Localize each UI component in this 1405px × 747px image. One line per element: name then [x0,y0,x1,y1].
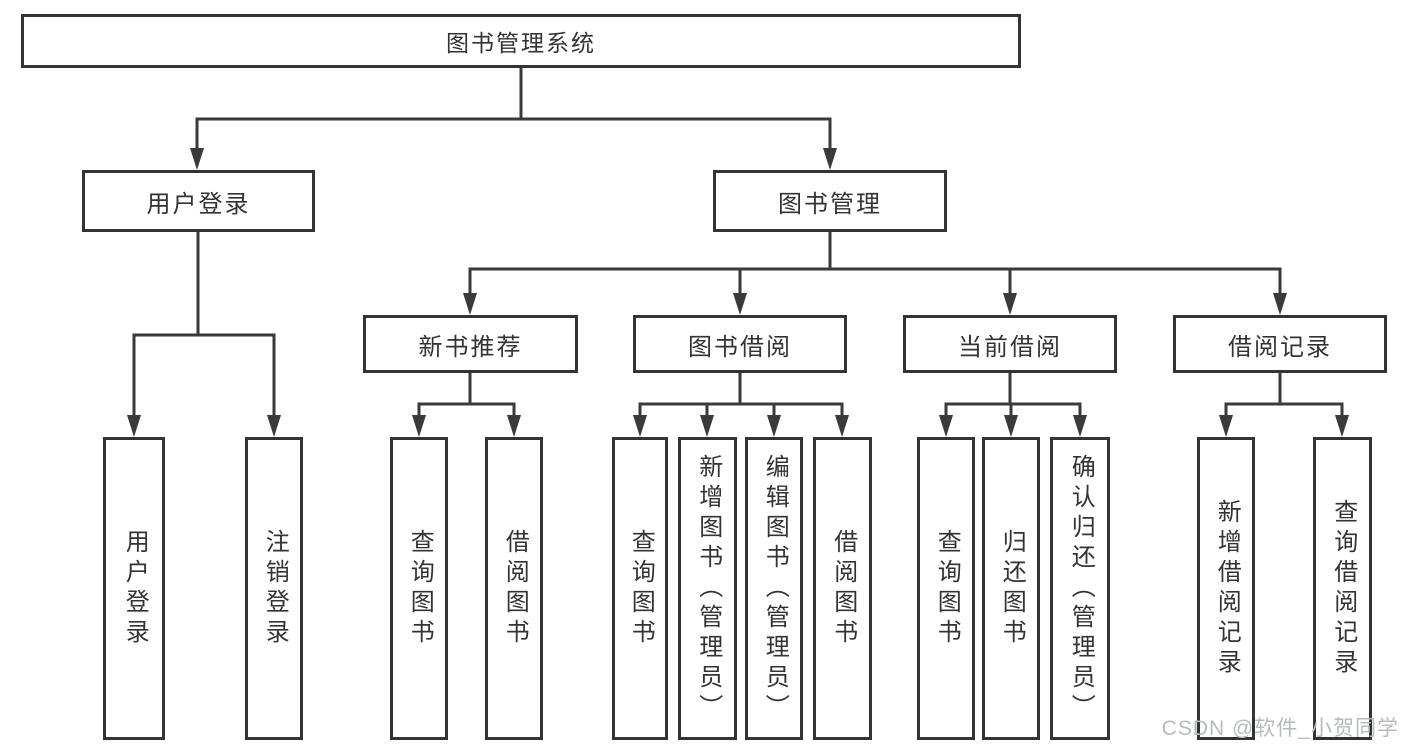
leaf-borrow-books-1: 借阅图书 [485,437,543,740]
leaf-label: 注销登录 [261,528,289,649]
leaf-label: 借阅图书 [501,528,529,649]
node-book-borrowing: 图书借阅 [633,315,847,373]
leaf-logout: 注销登录 [245,437,303,740]
leaf-label: 确认归还（管理员） [1067,453,1095,724]
leaf-confirm-return-admin: 确认归还（管理员） [1050,437,1110,740]
leaf-label: 查询图书 [627,528,655,649]
leaf-label: 查询图书 [406,528,434,649]
leaf-return-books: 归还图书 [982,437,1040,740]
leaf-query-books-1: 查询图书 [390,437,448,740]
csdn-watermark: CSDN @软件_小贺同学 [1161,717,1399,740]
leaf-add-books-admin: 新增图书（管理员） [678,437,737,740]
leaf-label: 编辑图书（管理员） [761,453,789,724]
node-book-management: 图书管理 [713,170,947,232]
leaf-query-borrow-record: 查询借阅记录 [1313,437,1372,740]
leaf-edit-books-admin: 编辑图书（管理员） [745,437,803,740]
node-new-book-recommendation: 新书推荐 [363,315,578,373]
leaf-label: 归还图书 [998,528,1026,649]
leaf-label: 查询图书 [933,528,961,649]
node-label: 当前借阅 [958,333,1062,361]
node-label: 借阅记录 [1228,333,1332,361]
leaf-add-borrow-record: 新增借阅记录 [1197,437,1255,740]
leaf-label: 借阅图书 [829,528,857,649]
leaf-label: 查询借阅记录 [1329,498,1357,679]
node-user-login: 用户登录 [82,170,315,232]
leaf-label: 用户登录 [121,528,149,649]
node-borrowing-records: 借阅记录 [1173,315,1387,373]
node-label: 新书推荐 [418,333,523,361]
node-label: 图书管理 [778,190,882,218]
leaf-label: 新增借阅记录 [1213,498,1241,679]
leaf-label: 新增图书（管理员） [694,453,722,724]
node-current-borrowing: 当前借阅 [903,315,1117,373]
node-label: 图书管理系统 [446,30,596,56]
leaf-query-books-2: 查询图书 [612,437,668,740]
node-library-management-system: 图书管理系统 [21,14,1021,68]
leaf-query-books-3: 查询图书 [917,437,975,740]
leaf-borrow-books-2: 借阅图书 [813,437,872,740]
leaf-user-login: 用户登录 [103,437,165,740]
node-label: 图书借阅 [688,333,792,361]
node-label: 用户登录 [146,190,251,218]
